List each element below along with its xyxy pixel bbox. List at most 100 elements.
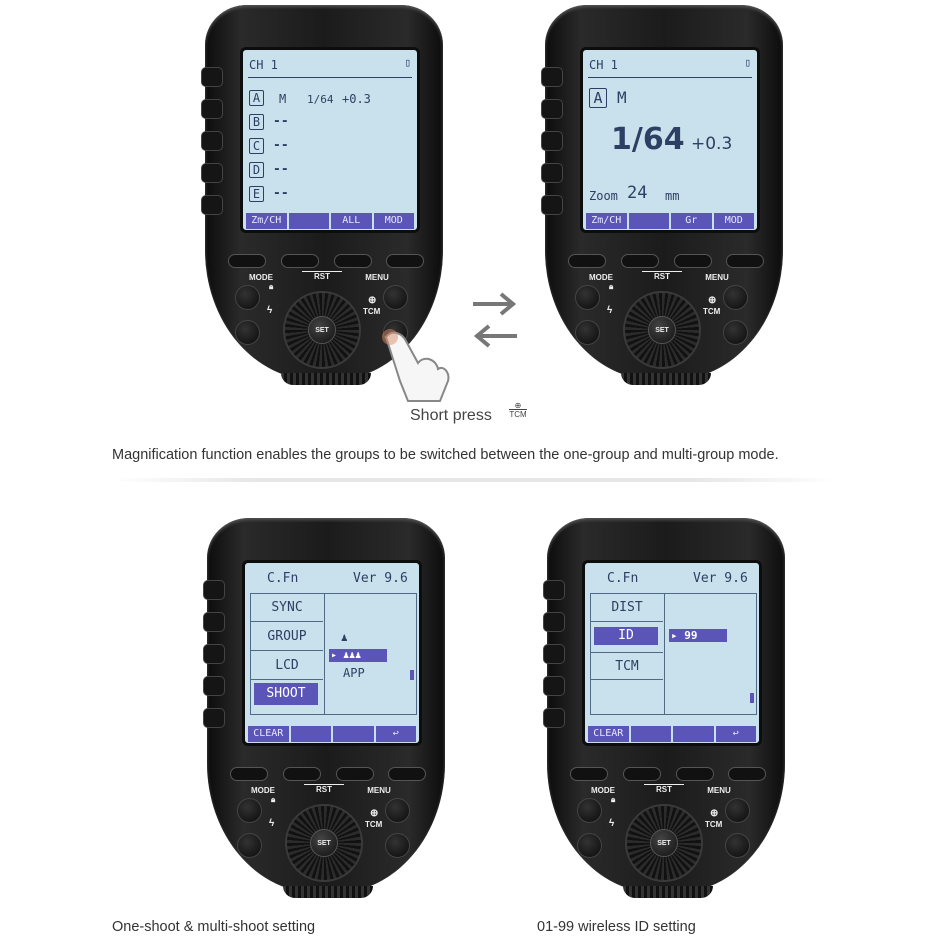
side-button-1[interactable]	[543, 580, 565, 600]
side-button-1[interactable]	[203, 580, 225, 600]
tcm-label: TCM	[705, 820, 723, 829]
softkey-bar: CLEAR↩	[588, 726, 756, 742]
function-button-4[interactable]	[388, 767, 426, 781]
pointer-icon: ▸	[331, 650, 338, 661]
set-button[interactable]: SET	[648, 316, 676, 344]
menu-button[interactable]	[385, 798, 410, 823]
lock-icon: 🔒︎	[269, 282, 274, 291]
battery-icon: ▯	[744, 56, 751, 69]
function-button-2[interactable]	[621, 254, 659, 268]
function-button-4[interactable]	[728, 767, 766, 781]
caption-bottom-right: 01-99 wireless ID setting	[537, 919, 696, 935]
tcm-button[interactable]	[723, 320, 748, 345]
caption-top: Magnification function enables the group…	[112, 447, 779, 463]
lcd-screen: C.Fn Ver 9.6 DIST ID TCM ▸ 99 CLEAR↩	[582, 560, 762, 746]
side-button-3[interactable]	[201, 131, 223, 151]
side-button-5[interactable]	[541, 195, 563, 215]
menu-label: MENU	[705, 273, 729, 282]
channel-label: CH 1	[249, 58, 278, 72]
function-button-3[interactable]	[334, 254, 372, 268]
menu-group: GROUP	[251, 623, 323, 651]
version-label: Ver 9.6	[353, 571, 408, 586]
mode-button[interactable]	[577, 798, 602, 823]
side-button-4[interactable]	[543, 676, 565, 696]
function-button-3[interactable]	[676, 767, 714, 781]
softkey-3: ALL	[331, 213, 372, 229]
mode-label: MODE	[249, 273, 273, 282]
tcm-button[interactable]	[725, 833, 750, 858]
flash-test-button[interactable]	[235, 320, 260, 345]
function-button-1[interactable]	[570, 767, 608, 781]
mode-button[interactable]	[575, 285, 600, 310]
side-button-2[interactable]	[201, 99, 223, 119]
menu-button[interactable]	[725, 798, 750, 823]
tcm-zoom-icon: ⊕TCM	[509, 401, 527, 419]
softkey-1: Zm/CH	[246, 213, 287, 229]
group-d-mode: --	[273, 162, 289, 177]
mode-label: MODE	[591, 786, 615, 795]
switch-arrows-icon	[473, 292, 517, 348]
softkey-clear: CLEAR	[588, 726, 629, 742]
function-button-1[interactable]	[230, 767, 268, 781]
tcm-icon-label: TCM	[509, 409, 527, 419]
side-button-2[interactable]	[203, 612, 225, 632]
side-button-3[interactable]	[203, 644, 225, 664]
function-button-1[interactable]	[568, 254, 606, 268]
side-button-1[interactable]	[541, 67, 563, 87]
softkey-4: MOD	[373, 213, 414, 229]
pointer-icon: ▸	[671, 629, 685, 642]
softkey-3: Gr	[671, 213, 712, 229]
function-button-2[interactable]	[281, 254, 319, 268]
power-value: 1/64	[611, 122, 685, 157]
function-button-4[interactable]	[386, 254, 424, 268]
side-button-4[interactable]	[201, 163, 223, 183]
side-button-3[interactable]	[543, 644, 565, 664]
side-button-5[interactable]	[543, 708, 565, 728]
side-button-5[interactable]	[203, 708, 225, 728]
function-button-2[interactable]	[623, 767, 661, 781]
option-app: APP	[343, 666, 365, 680]
flash-icon: ϟ	[267, 305, 273, 316]
select-dial[interactable]: SET	[285, 804, 363, 882]
menu-sync: SYNC	[251, 594, 323, 622]
side-button-4[interactable]	[541, 163, 563, 183]
set-button[interactable]: SET	[308, 316, 336, 344]
select-dial[interactable]: SET	[623, 291, 701, 369]
function-button-4[interactable]	[726, 254, 764, 268]
group-e-mode: --	[273, 186, 289, 201]
set-button[interactable]: SET	[650, 829, 678, 857]
mode-button[interactable]	[235, 285, 260, 310]
menu-label: MENU	[367, 786, 391, 795]
softkey-clear: CLEAR	[248, 726, 289, 742]
menu-label: MENU	[707, 786, 731, 795]
menu-button[interactable]	[723, 285, 748, 310]
side-button-5[interactable]	[201, 195, 223, 215]
side-button-1[interactable]	[201, 67, 223, 87]
zoom-value: 24	[627, 183, 648, 203]
side-button-2[interactable]	[541, 99, 563, 119]
set-button[interactable]: SET	[310, 829, 338, 857]
side-button-4[interactable]	[203, 676, 225, 696]
function-button-2[interactable]	[283, 767, 321, 781]
side-button-2[interactable]	[543, 612, 565, 632]
menu-button[interactable]	[383, 285, 408, 310]
mode-button[interactable]	[237, 798, 262, 823]
function-button-3[interactable]	[674, 254, 712, 268]
function-button-3[interactable]	[336, 767, 374, 781]
flash-test-button[interactable]	[577, 833, 602, 858]
flash-test-button[interactable]	[237, 833, 262, 858]
select-dial[interactable]: SET	[283, 291, 361, 369]
zoom-icon: ⊕	[708, 295, 717, 306]
group-a-letter: A	[249, 90, 264, 106]
select-dial[interactable]: SET	[625, 804, 703, 882]
flash-test-button[interactable]	[575, 320, 600, 345]
lock-icon: 🔒︎	[609, 282, 614, 291]
function-button-1[interactable]	[228, 254, 266, 268]
softkey-4: MOD	[713, 213, 754, 229]
side-button-3[interactable]	[541, 131, 563, 151]
tcm-button[interactable]	[385, 833, 410, 858]
